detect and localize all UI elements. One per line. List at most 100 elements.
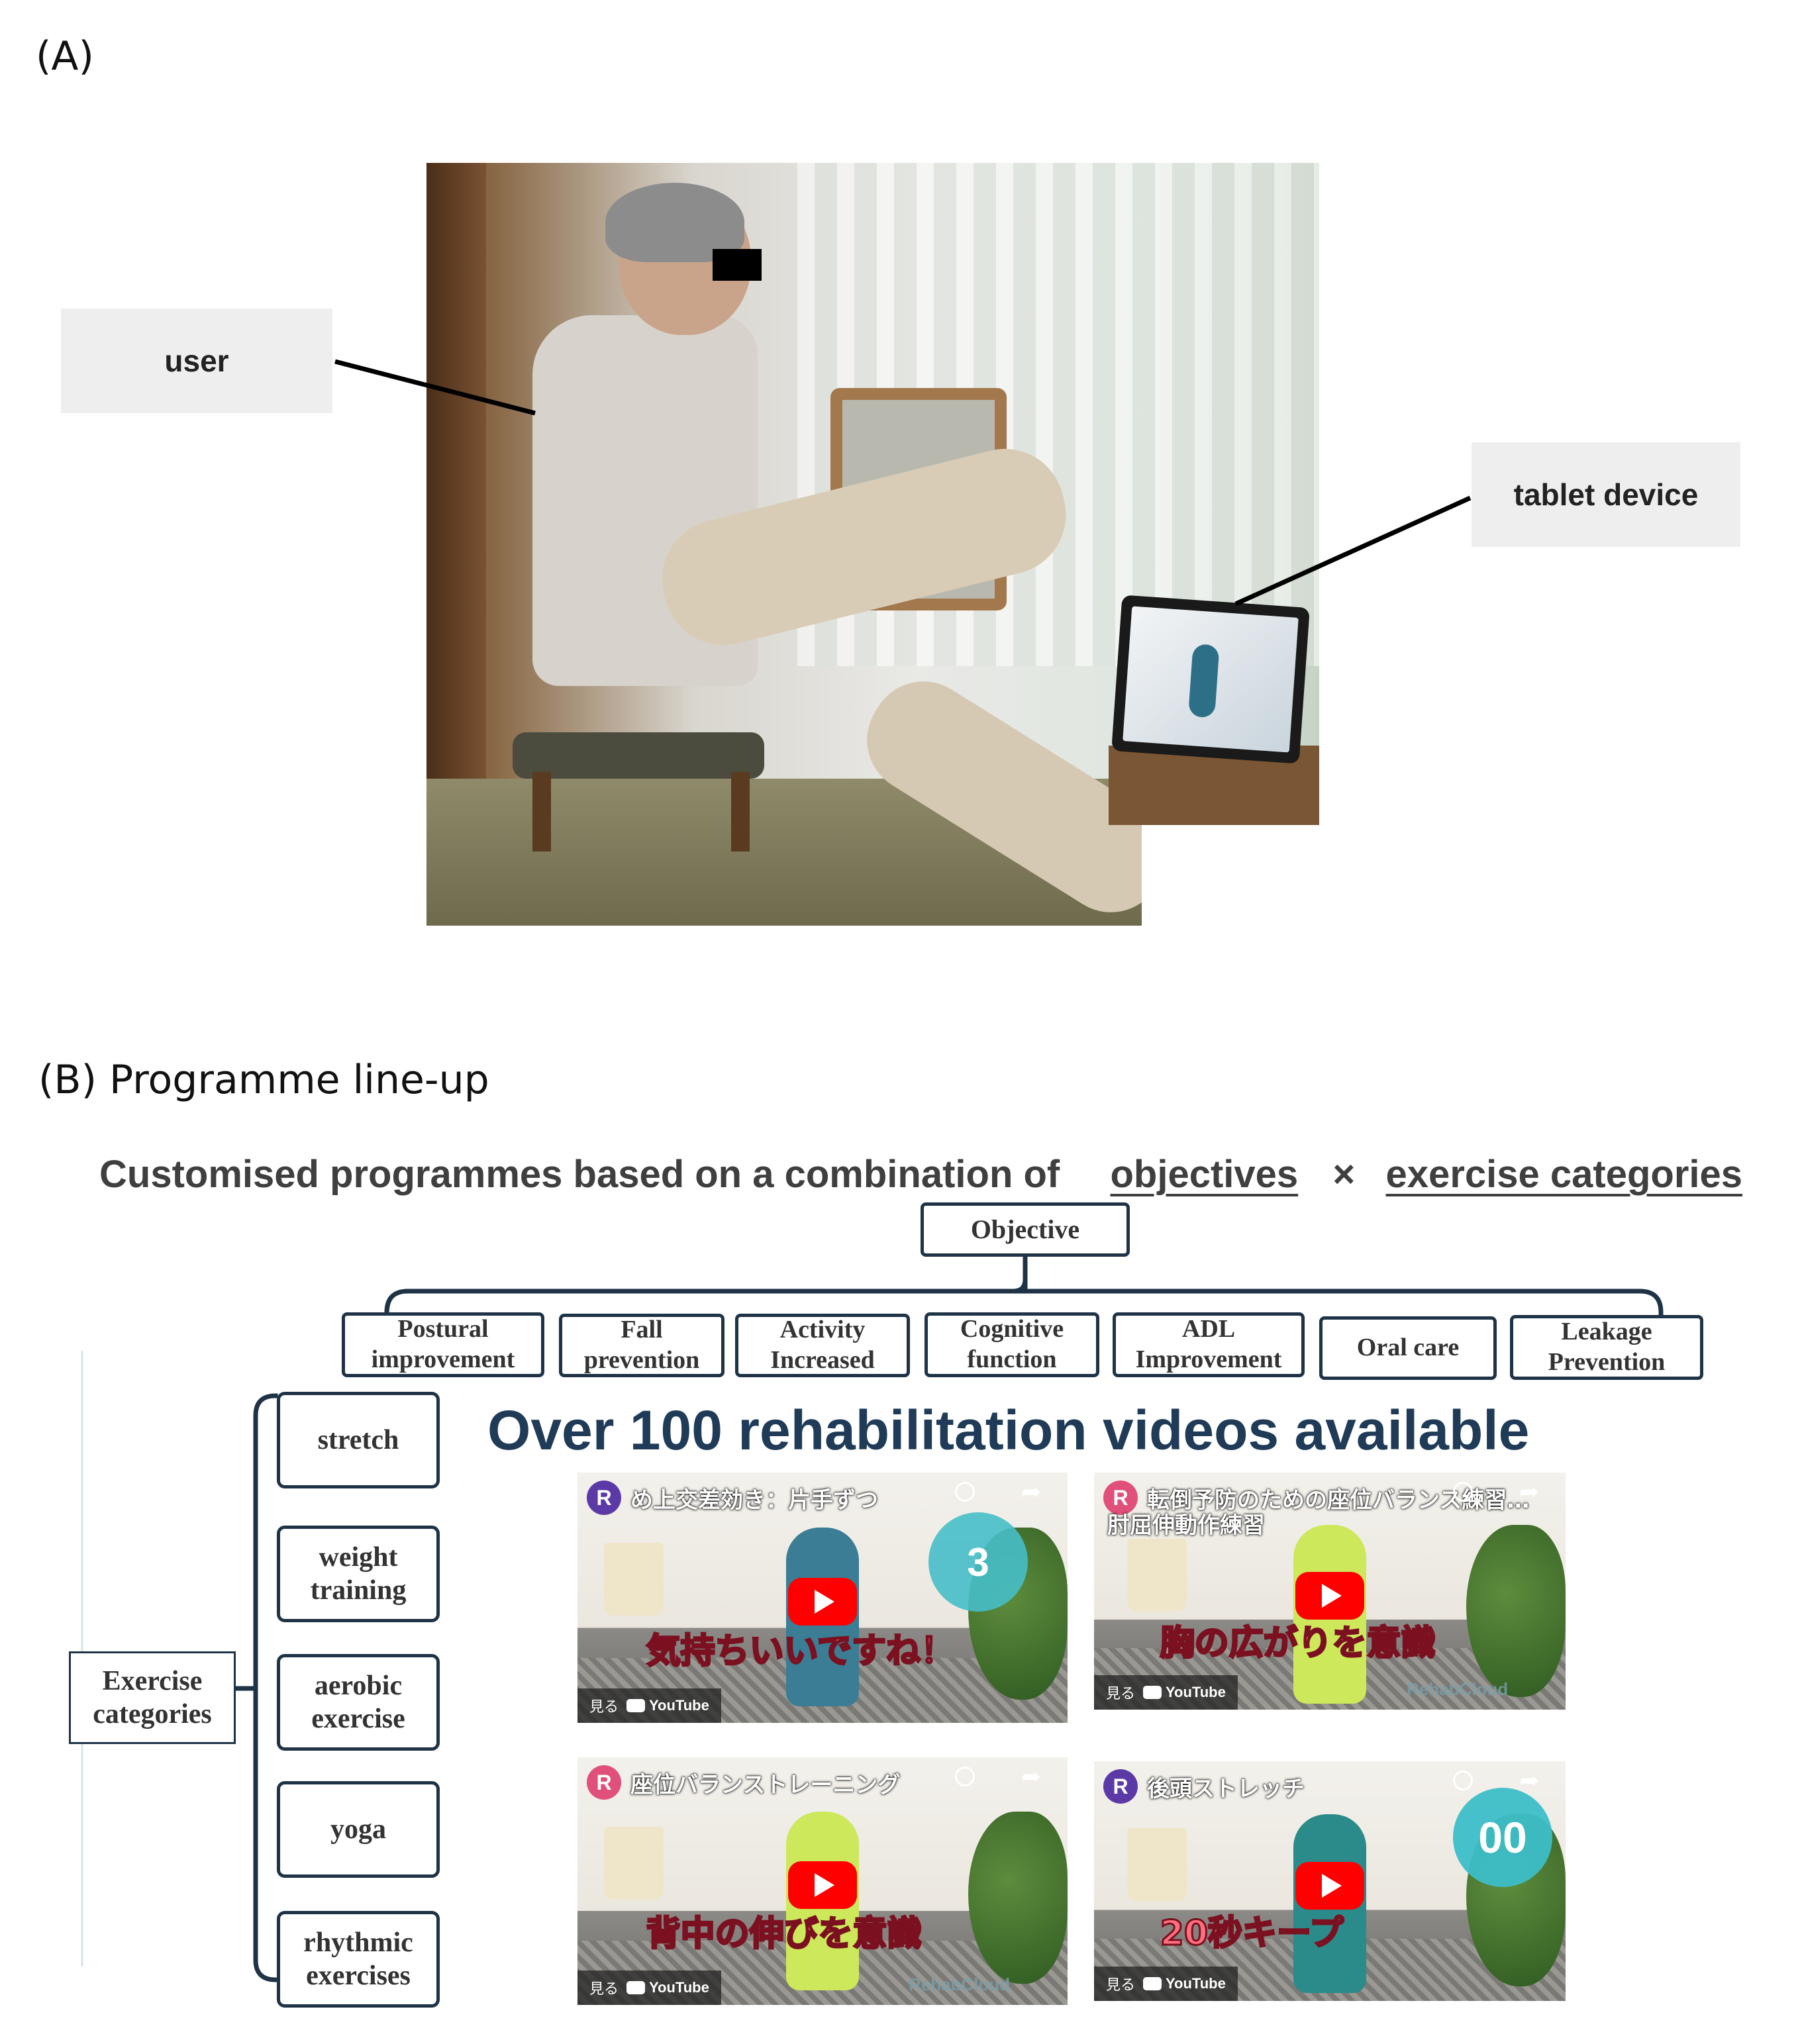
watch-later-icon[interactable] — [955, 1482, 975, 1502]
category-label-line: aerobic — [314, 1670, 403, 1701]
user-figure — [506, 183, 1188, 926]
watch-later-icon[interactable] — [1453, 1771, 1473, 1790]
headline-objectives: objectives — [1110, 1153, 1299, 1196]
watch-label: 見る — [1106, 1976, 1136, 1993]
objective-label-line: Fall — [621, 1316, 663, 1344]
category-label-line: exercises — [306, 1961, 411, 1991]
objective-label-line: Activity — [779, 1316, 866, 1344]
play-triangle-icon — [815, 1589, 834, 1614]
play-button-icon[interactable] — [1295, 1862, 1364, 1910]
video-thumbnail[interactable]: R 後頭ストレッチ ➦00 20秒キープ見る YouTube — [1094, 1761, 1566, 2001]
photo-cutout — [1142, 825, 1319, 926]
share-icon[interactable]: ➦ — [1021, 1763, 1042, 1790]
youtube-logo-icon — [1143, 1977, 1162, 1990]
youtube-logo-text: YouTube — [649, 1697, 709, 1714]
exercise-categories-root-box: Exercise categories — [69, 1651, 236, 1744]
play-button-icon[interactable] — [788, 1577, 857, 1626]
video-caption: 背中の伸びを意識 — [645, 1914, 923, 1955]
video-caption: 胸の広がりを意識 — [1159, 1622, 1436, 1664]
objective-label-line: Improvement — [1135, 1345, 1282, 1373]
youtube-logo-text: YouTube — [1166, 1975, 1226, 1992]
watch-later-icon[interactable] — [1453, 1482, 1473, 1502]
youtube-logo: YouTube — [1143, 1684, 1226, 1701]
headline-times: × — [1332, 1153, 1356, 1196]
youtube-logo-text: YouTube — [1166, 1684, 1226, 1700]
brand-watermark: RehabCloud — [909, 1974, 1011, 1994]
play-triangle-icon — [1322, 1584, 1342, 1608]
channel-avatar: R — [587, 1481, 621, 1515]
youtube-logo: YouTube — [626, 1697, 709, 1714]
lamp — [604, 1826, 664, 1900]
chair-leg — [731, 772, 750, 852]
lamp — [1127, 1539, 1187, 1612]
user-with-tablet-photo — [426, 163, 1319, 926]
category-label-line: yoga — [330, 1814, 386, 1845]
share-icon[interactable]: ➦ — [1519, 1767, 1540, 1794]
chair-leg — [532, 772, 551, 852]
exercise-category-box: stretch — [277, 1392, 440, 1488]
category-label-line: exercise — [311, 1704, 405, 1734]
share-icon[interactable]: ➦ — [1519, 1478, 1540, 1505]
youtube-logo-icon — [626, 1699, 646, 1712]
privacy-eye-bar — [713, 249, 762, 281]
play-triangle-icon — [815, 1873, 834, 1898]
play-button-icon[interactable] — [1295, 1572, 1364, 1620]
category-root-line: categories — [93, 1699, 212, 1729]
objective-box: Oral care — [1319, 1316, 1497, 1380]
objective-label-line: Cognitive — [960, 1315, 1064, 1343]
lamp — [604, 1542, 664, 1616]
category-label-line: training — [310, 1575, 407, 1606]
objective-label-line: Postural — [397, 1315, 489, 1343]
video-caption: 気持ちいいですね！ — [645, 1630, 956, 1672]
play-button-icon[interactable] — [788, 1861, 857, 1910]
objective-label-line: improvement — [371, 1345, 515, 1373]
panel-b-label: (B) Programme line-up — [38, 1057, 489, 1103]
countdown-timer: 00 — [1453, 1788, 1552, 1887]
headline-prefix: Customised programmes based on a combina… — [99, 1153, 1060, 1196]
video-title: め上交差効き：片手ずつ — [630, 1487, 878, 1514]
video-title: 座位バランストレーニング — [630, 1772, 901, 1798]
plant — [968, 1812, 1068, 1984]
category-label-line: rhythmic — [303, 1927, 413, 1958]
user-chair-seat — [513, 732, 764, 779]
objective-label-line: Oral care — [1356, 1334, 1460, 1362]
youtube-logo-icon — [1143, 1686, 1162, 1699]
watch-label: 見る — [589, 1980, 619, 1997]
objective-root-box: Objective — [921, 1202, 1130, 1257]
category-label-line: weight — [319, 1541, 398, 1573]
videos-available-title: Over 100 rehabilitation videos available — [487, 1399, 1530, 1461]
panel-a-label: (A) — [36, 33, 94, 79]
share-icon[interactable]: ➦ — [1021, 1478, 1042, 1505]
tablet-device-callout: tablet device — [1472, 442, 1740, 547]
youtube-watch-bar[interactable]: 見る YouTube — [577, 1971, 721, 2005]
youtube-logo-text: YouTube — [649, 1979, 709, 1996]
play-triangle-icon — [1322, 1874, 1342, 1898]
category-label-line: stretch — [317, 1424, 399, 1455]
lamp — [1127, 1828, 1187, 1902]
countdown-timer: 3 — [928, 1512, 1028, 1612]
youtube-watch-bar[interactable]: 見る YouTube — [1094, 1675, 1238, 1710]
user-callout-line — [334, 359, 536, 416]
watch-later-icon[interactable] — [955, 1767, 975, 1786]
youtube-watch-bar[interactable]: 見る YouTube — [1094, 1967, 1238, 2001]
headline-exercise-categories: exercise categories — [1385, 1153, 1743, 1196]
youtube-logo-icon — [626, 1981, 646, 1994]
youtube-logo: YouTube — [626, 1979, 709, 1996]
youtube-logo: YouTube — [1143, 1975, 1226, 1992]
video-title: 後頭ストレッチ — [1147, 1776, 1305, 1802]
video-caption: 20秒キープ — [1159, 1913, 1344, 1955]
objective-label-line: Increased — [770, 1346, 875, 1374]
watch-label: 見る — [1106, 1685, 1136, 1702]
channel-avatar: R — [1103, 1769, 1138, 1804]
